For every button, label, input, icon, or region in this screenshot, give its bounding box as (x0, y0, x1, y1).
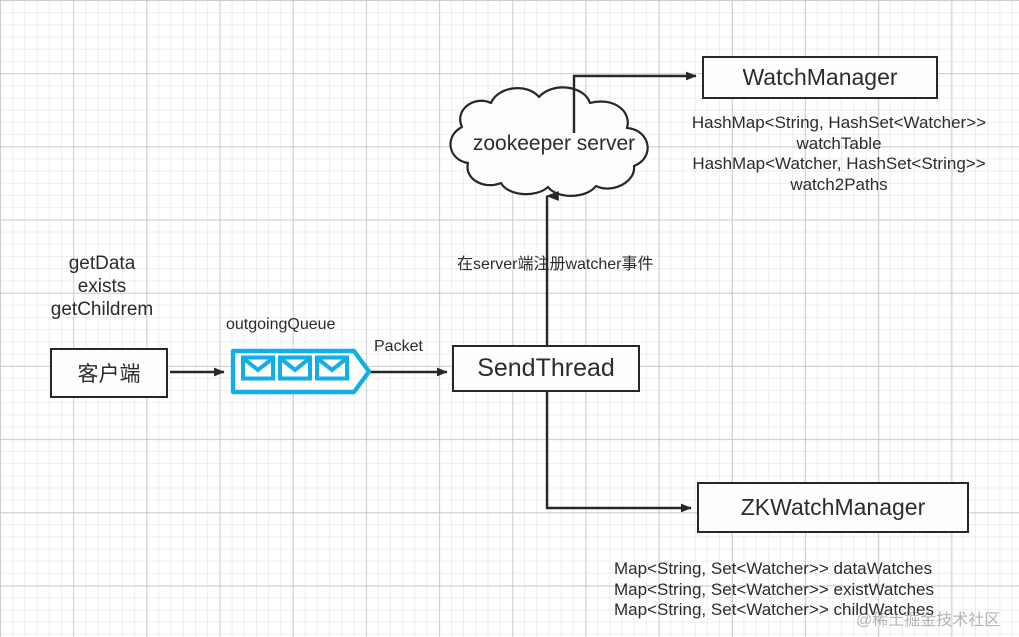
edge-sendthread-to-zkwatchmanager (545, 392, 692, 513)
watch-manager-fields-label: HashMap<String, HashSet<Watcher>> watchT… (691, 113, 987, 195)
outgoing-queue-shape[interactable] (230, 348, 372, 395)
envelope-icon (241, 355, 275, 381)
node-zk-watch-manager[interactable]: ZKWatchManager (697, 482, 969, 533)
register-watcher-edge-label: 在server端注册watcher事件 (457, 256, 654, 273)
outgoing-queue-label: outgoingQueue (226, 316, 336, 333)
node-zookeeper-server-label[interactable]: zookeeper server (472, 132, 636, 155)
packet-edge-label: Packet (374, 338, 423, 355)
node-client[interactable]: 客户端 (50, 348, 168, 398)
watermark: @稀土掘金技术社区 (856, 612, 1001, 629)
envelope-icon (315, 355, 349, 381)
client-operations-label: getData exists getChildrem (50, 253, 154, 321)
zookeeper-server-cloud (449, 86, 649, 197)
zk-watch-manager-fields-label: Map<String, Set<Watcher>> dataWatches Ma… (614, 559, 935, 620)
envelope-icon (278, 355, 312, 381)
node-watch-manager[interactable]: WatchManager (702, 56, 938, 99)
node-send-thread[interactable]: SendThread (452, 345, 640, 392)
edge-server-to-watchmanager (572, 71, 697, 133)
